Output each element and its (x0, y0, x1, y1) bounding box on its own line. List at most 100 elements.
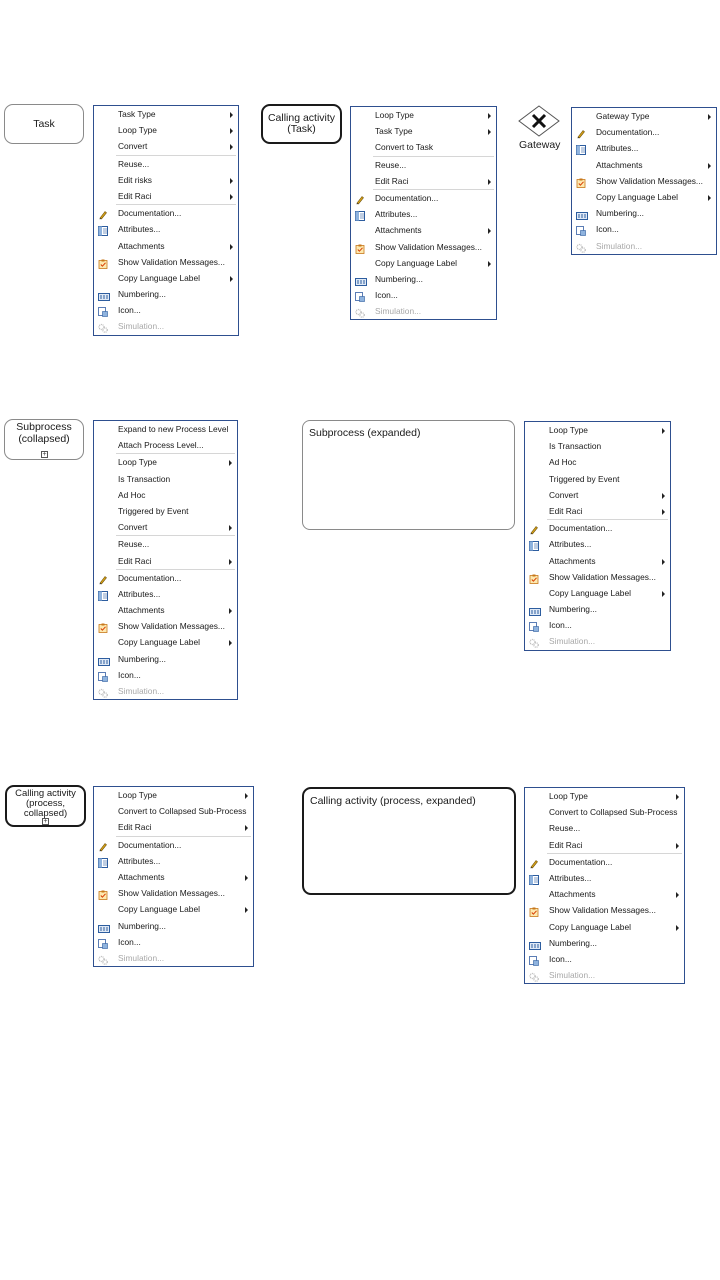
menu-item-loop-type[interactable]: Loop Type (94, 122, 238, 138)
menu-item-reuse[interactable]: Reuse... (525, 820, 684, 836)
gateway-diamond-icon[interactable] (518, 105, 560, 137)
menu-item-numbering[interactable]: Numbering... (351, 271, 496, 287)
menu-item-attributes[interactable]: Attributes... (525, 870, 684, 886)
menu-item-loop-type[interactable]: Loop Type (94, 787, 253, 803)
calling-activity-task-shape[interactable]: Calling activity (Task) (261, 104, 342, 144)
menu-item-is-transaction[interactable]: Is Transaction (94, 471, 237, 487)
menu-item-attributes[interactable]: Attributes... (525, 536, 670, 552)
menu-item-edit-raci[interactable]: Edit Raci (94, 553, 237, 569)
menu-item-copy-language-label[interactable]: Copy Language Label (351, 255, 496, 271)
menu-item-numbering[interactable]: Numbering... (525, 601, 670, 617)
menu-item-icon[interactable]: Icon... (94, 302, 238, 318)
calling-activity-process-expanded-shape[interactable]: Calling activity (process, expanded) (302, 787, 516, 895)
menu-item-label: Documentation... (118, 208, 182, 219)
menu-item-show-validation-messages[interactable]: Show Validation Messages... (351, 239, 496, 255)
menu-item-documentation[interactable]: Documentation... (525, 854, 684, 870)
expand-marker-icon[interactable]: + (41, 451, 48, 458)
menu-item-numbering[interactable]: Numbering... (572, 205, 716, 221)
menu-item-edit-raci[interactable]: Edit Raci (94, 188, 238, 204)
menu-item-ad-hoc[interactable]: Ad Hoc (94, 487, 237, 503)
menu-item-numbering[interactable]: Numbering... (94, 286, 238, 302)
menu-item-documentation[interactable]: Documentation... (94, 570, 237, 586)
menu-item-icon[interactable]: Icon... (351, 287, 496, 303)
menu-item-loop-type[interactable]: Loop Type (351, 107, 496, 123)
menu-item-loop-type[interactable]: Loop Type (525, 422, 670, 438)
menu-item-attachments[interactable]: Attachments (525, 886, 684, 902)
menu-item-copy-language-label[interactable]: Copy Language Label (525, 585, 670, 601)
menu-item-icon[interactable]: Icon... (572, 221, 716, 237)
menu-item-expand-to-new-process-level[interactable]: Expand to new Process Level (94, 421, 237, 437)
menu-item-copy-language-label[interactable]: Copy Language Label (572, 189, 716, 205)
menu-item-numbering[interactable]: Numbering... (94, 651, 237, 667)
calling-activity-process-collapsed-shape[interactable]: Calling activity (process, collapsed) + (5, 785, 86, 827)
subprocess-expanded-shape[interactable]: Subprocess (expanded) (302, 420, 515, 530)
menu-item-attributes[interactable]: Attributes... (94, 221, 238, 237)
menu-item-attributes[interactable]: Attributes... (94, 853, 253, 869)
menu-item-show-validation-messages[interactable]: Show Validation Messages... (94, 885, 253, 901)
menu-item-numbering[interactable]: Numbering... (525, 935, 684, 951)
menu-item-attributes[interactable]: Attributes... (351, 206, 496, 222)
menu-item-numbering[interactable]: Numbering... (94, 918, 253, 934)
menu-item-reuse[interactable]: Reuse... (94, 536, 237, 552)
subprocess-collapsed-shape[interactable]: Subprocess (collapsed) + (4, 419, 84, 460)
menu-item-copy-language-label[interactable]: Copy Language Label (94, 634, 237, 650)
menu-item-show-validation-messages[interactable]: Show Validation Messages... (94, 254, 238, 270)
menu-item-attributes[interactable]: Attributes... (572, 140, 716, 156)
menu-item-show-validation-messages[interactable]: Show Validation Messages... (572, 173, 716, 189)
menu-item-show-validation-messages[interactable]: Show Validation Messages... (94, 618, 237, 634)
menu-item-triggered-by-event[interactable]: Triggered by Event (525, 471, 670, 487)
menu-item-icon[interactable]: Icon... (525, 617, 670, 633)
menu-item-documentation[interactable]: Documentation... (94, 205, 238, 221)
menu-item-copy-language-label[interactable]: Copy Language Label (94, 901, 253, 917)
menu-item-documentation[interactable]: Documentation... (94, 837, 253, 853)
menu-item-task-type[interactable]: Task Type (94, 106, 238, 122)
menu-item-task-type[interactable]: Task Type (351, 123, 496, 139)
menu-item-copy-language-label[interactable]: Copy Language Label (94, 270, 238, 286)
expand-marker-icon[interactable]: + (42, 818, 49, 825)
menu-item-reuse[interactable]: Reuse... (94, 156, 238, 172)
menu-item-label: Attributes... (596, 143, 639, 154)
menu-item-attachments[interactable]: Attachments (572, 157, 716, 173)
menu-item-show-validation-messages[interactable]: Show Validation Messages... (525, 569, 670, 585)
menu-item-documentation[interactable]: Documentation... (572, 124, 716, 140)
menu-item-attachments[interactable]: Attachments (525, 553, 670, 569)
menu-item-label: Numbering... (549, 937, 597, 948)
menu-item-attachments[interactable]: Attachments (351, 222, 496, 238)
menu-item-convert-to-collapsed-sub-process[interactable]: Convert to Collapsed Sub-Process (525, 804, 684, 820)
menu-item-loop-type[interactable]: Loop Type (525, 788, 684, 804)
menu-item-documentation[interactable]: Documentation... (351, 190, 496, 206)
menu-item-attachments[interactable]: Attachments (94, 238, 238, 254)
menu-item-icon[interactable]: Icon... (525, 951, 684, 967)
simulation-gears-icon (355, 307, 365, 319)
menu-item-convert[interactable]: Convert (525, 487, 670, 503)
menu-item-attachments[interactable]: Attachments (94, 869, 253, 885)
menu-item-label: Documentation... (596, 127, 660, 138)
task-shape[interactable]: Task (4, 104, 84, 144)
submenu-arrow-icon (230, 275, 233, 282)
menu-item-is-transaction[interactable]: Is Transaction (525, 438, 670, 454)
menu-item-convert[interactable]: Convert (94, 519, 237, 535)
menu-item-reuse[interactable]: Reuse... (351, 157, 496, 173)
menu-item-convert-to-collapsed-sub-process[interactable]: Convert to Collapsed Sub-Process (94, 803, 253, 819)
menu-item-attributes[interactable]: Attributes... (94, 586, 237, 602)
menu-item-copy-language-label[interactable]: Copy Language Label (525, 919, 684, 935)
menu-item-edit-raci[interactable]: Edit Raci (351, 173, 496, 189)
menu-item-edit-raci[interactable]: Edit Raci (525, 503, 670, 519)
menu-item-attach-process-level[interactable]: Attach Process Level... (94, 437, 237, 453)
menu-item-label: Triggered by Event (118, 505, 189, 516)
menu-item-icon[interactable]: Icon... (94, 934, 253, 950)
menu-item-attachments[interactable]: Attachments (94, 602, 237, 618)
menu-item-convert-to-task[interactable]: Convert to Task (351, 139, 496, 155)
menu-item-edit-risks[interactable]: Edit risks (94, 172, 238, 188)
menu-item-edit-raci[interactable]: Edit Raci (94, 819, 253, 835)
menu-item-convert[interactable]: Convert (94, 138, 238, 154)
menu-item-label: Copy Language Label (596, 191, 678, 202)
menu-item-icon[interactable]: Icon... (94, 667, 237, 683)
menu-item-show-validation-messages[interactable]: Show Validation Messages... (525, 902, 684, 918)
menu-item-gateway-type[interactable]: Gateway Type (572, 108, 716, 124)
menu-item-documentation[interactable]: Documentation... (525, 520, 670, 536)
menu-item-edit-raci[interactable]: Edit Raci (525, 837, 684, 853)
menu-item-ad-hoc[interactable]: Ad Hoc (525, 454, 670, 470)
menu-item-triggered-by-event[interactable]: Triggered by Event (94, 503, 237, 519)
menu-item-loop-type[interactable]: Loop Type (94, 454, 237, 470)
